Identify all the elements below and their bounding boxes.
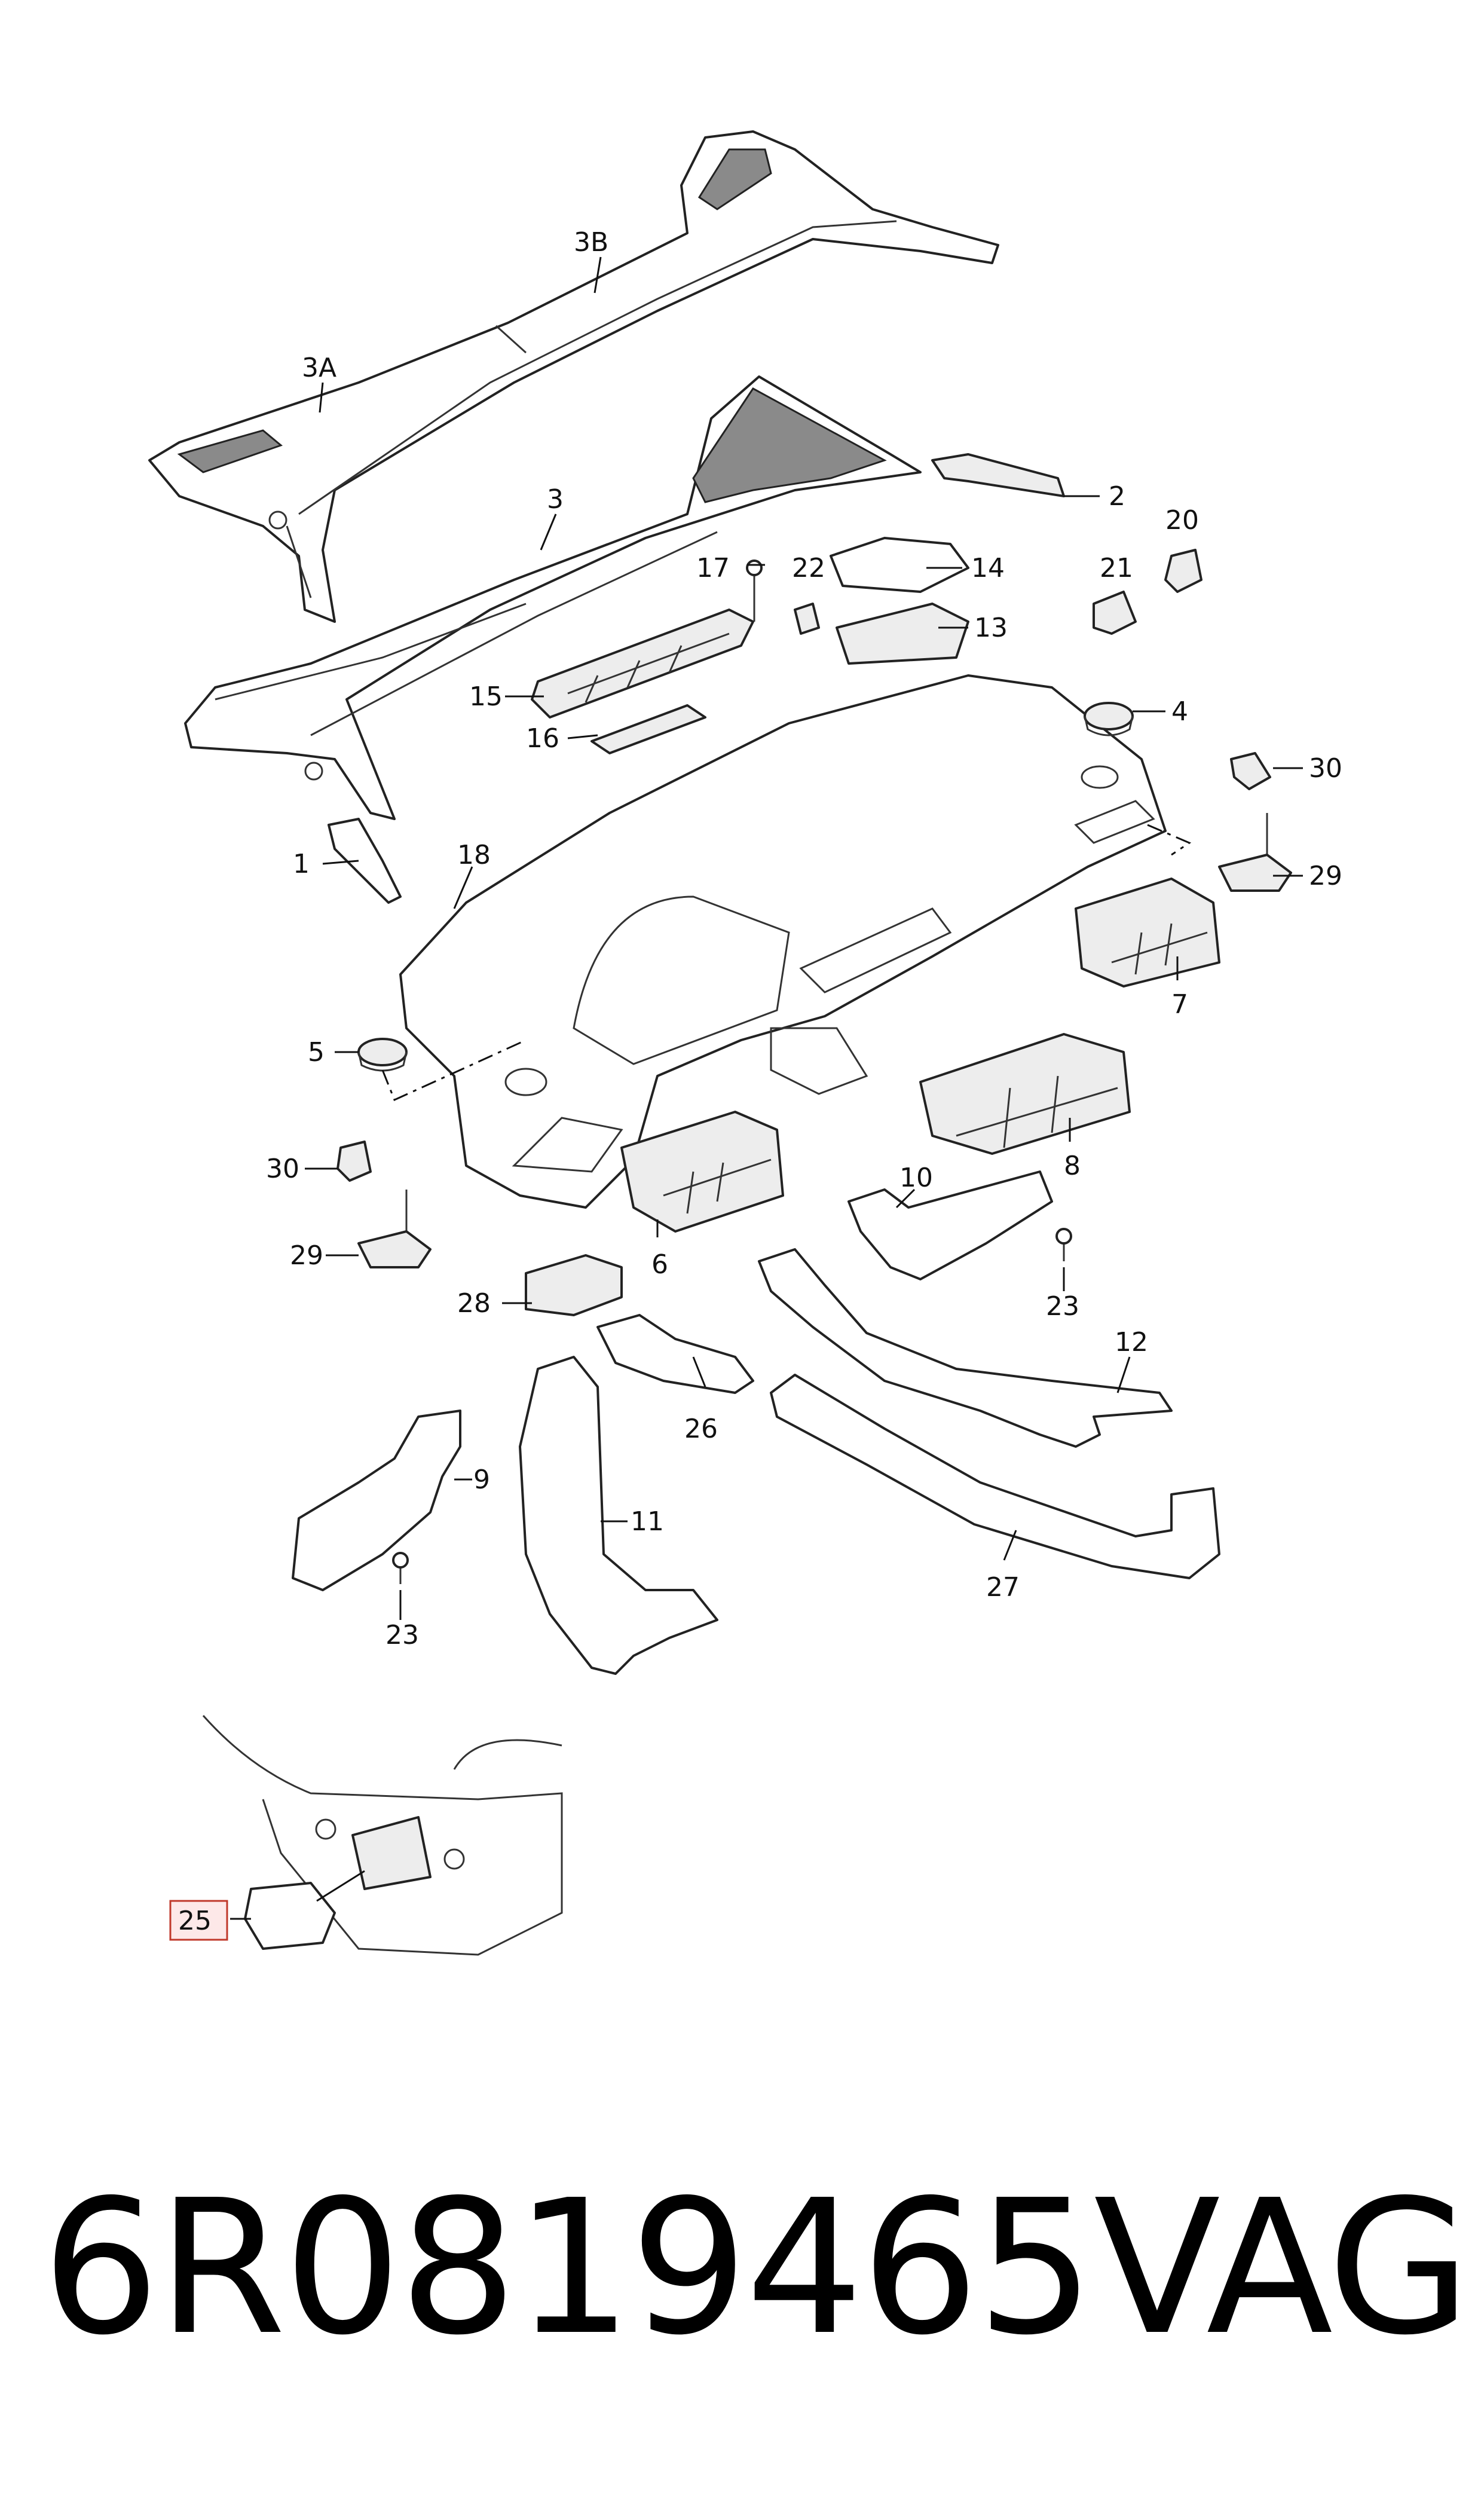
callout-23-left: 23: [385, 1620, 419, 1650]
sensor-20: [1164, 549, 1203, 593]
callout-1: 1: [293, 849, 310, 879]
callout-3a: 3A: [302, 353, 336, 383]
callout-3: 3: [547, 484, 564, 515]
callout-12: 12: [1115, 1327, 1148, 1358]
exploded-parts-diagram: 3B 3A 3 2 20 17 22 14 21 13 15 4 16 30 1…: [148, 130, 1342, 1956]
callout-13: 13: [974, 613, 1008, 643]
brand-name: VAG: [1094, 2160, 1471, 2376]
callout-25: 25: [178, 1906, 212, 1936]
callout-4: 4: [1171, 696, 1188, 727]
callout-29-right: 29: [1309, 861, 1342, 891]
cowl-panel-lower: [184, 375, 922, 820]
callout-9: 9: [473, 1465, 490, 1495]
callout-5: 5: [308, 1037, 325, 1068]
part-13-grille: [836, 603, 969, 665]
defroster-vent-15: [531, 609, 754, 719]
part-14-cover: [830, 537, 969, 593]
duct-11: [519, 1356, 718, 1675]
clip-22: [794, 603, 820, 635]
part-28: [525, 1254, 623, 1316]
part-number: 6R0819465: [42, 2160, 1094, 2376]
callout-3b: 3B: [574, 227, 608, 258]
callout-29-left: 29: [290, 1240, 323, 1271]
screw-17: [746, 560, 763, 622]
callout-14: 14: [971, 553, 1005, 583]
callout-30-right: 30: [1309, 753, 1342, 784]
callout-11: 11: [631, 1506, 664, 1537]
air-vent-7: [1075, 878, 1220, 988]
callout-labels: 3B 3A 3 2 20 17 22 14 21 13 15 4 16 30 1…: [178, 227, 1342, 1936]
air-vent-8: [919, 1033, 1131, 1155]
callout-8: 8: [1064, 1151, 1081, 1181]
callout-22: 22: [792, 553, 825, 583]
callout-16: 16: [526, 723, 559, 754]
callout-17: 17: [696, 553, 730, 583]
callout-30-left: 30: [266, 1154, 299, 1184]
dashdot-line-right: [1147, 824, 1192, 856]
part-1-bracket: [328, 818, 402, 904]
grommet-25: [244, 1882, 336, 1950]
callout-20: 20: [1165, 505, 1199, 536]
cowl-panel-upper: [148, 130, 999, 623]
callout-15: 15: [469, 681, 503, 712]
dashdot-line-left: [381, 1039, 527, 1102]
callout-6: 6: [651, 1249, 668, 1280]
callout-26: 26: [684, 1414, 718, 1444]
duct-27: [770, 1374, 1220, 1579]
defroster-grille-16: [590, 704, 706, 754]
sensor-21: [1093, 591, 1137, 635]
clip-30-right: [1230, 752, 1271, 790]
callout-25-highlight: [169, 1900, 228, 1941]
callout-28: 28: [457, 1288, 491, 1319]
air-vent-6: [620, 1111, 784, 1233]
duct-9: [292, 1410, 461, 1591]
callout-7: 7: [1171, 989, 1188, 1020]
callout-27: 27: [986, 1572, 1020, 1603]
callout-2: 2: [1109, 481, 1125, 512]
duct-26: [596, 1314, 754, 1394]
callout-23-right: 23: [1046, 1291, 1079, 1322]
part-2-strip: [931, 453, 1065, 497]
duct-12: [758, 1248, 1173, 1448]
bracket-29-right: [1218, 813, 1292, 892]
callout-21: 21: [1100, 553, 1133, 583]
bracket-29-left: [357, 1190, 432, 1268]
callout-18: 18: [457, 840, 491, 870]
round-vent-4: [1084, 702, 1134, 736]
callout-10: 10: [899, 1163, 933, 1193]
screw-23-right: [1055, 1228, 1072, 1261]
clip-30-left: [336, 1141, 372, 1182]
bracket-10: [847, 1170, 1053, 1280]
dashboard-panel-18: [399, 674, 1167, 1209]
screw-23-left: [392, 1552, 409, 1584]
inset-detail-view: [202, 1715, 563, 1956]
leader-lines: [230, 256, 1303, 1920]
round-vent-5: [357, 1038, 408, 1072]
